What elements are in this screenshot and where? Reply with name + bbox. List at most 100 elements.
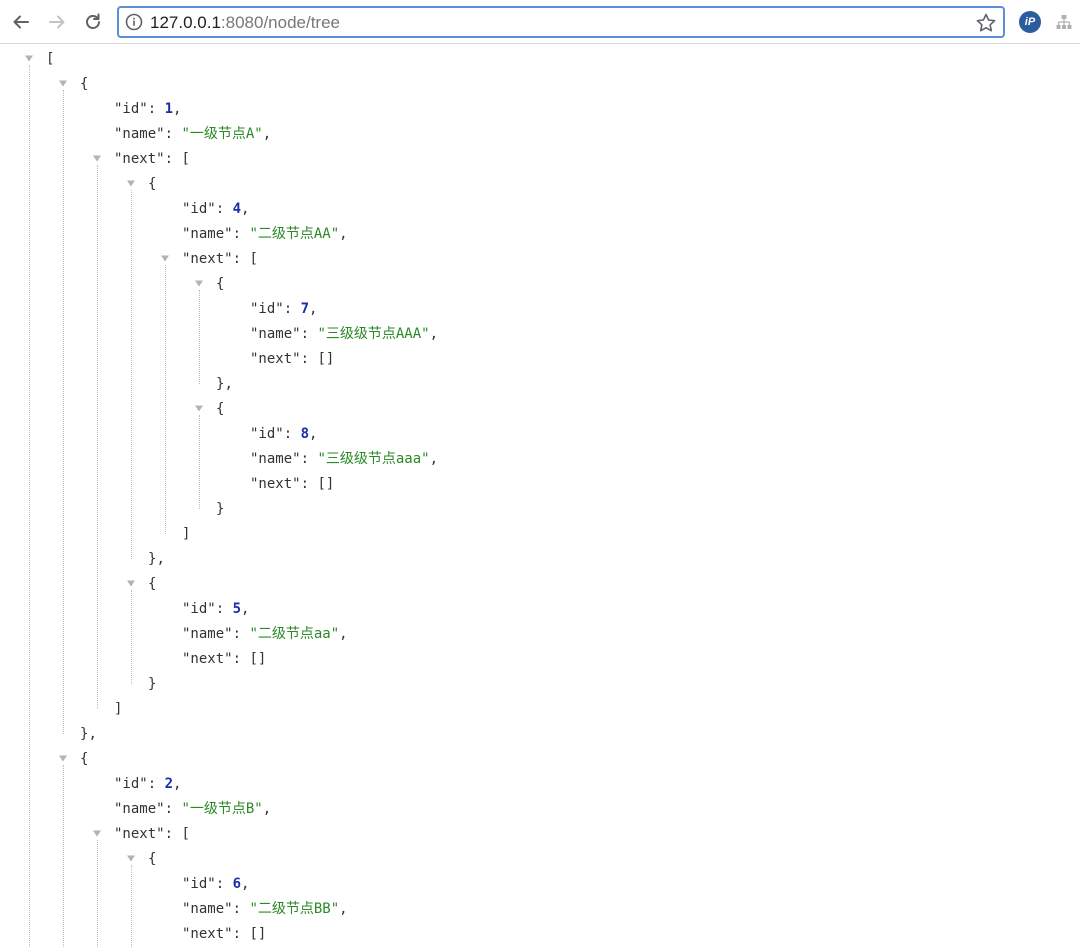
- json-colon: :: [164, 126, 182, 142]
- extension-ip-icon[interactable]: iP: [1019, 11, 1041, 33]
- json-line: }: [216, 497, 224, 522]
- json-line: "name": "三级级节点aaa",: [250, 447, 438, 472]
- url-path: :8080/node/tree: [220, 13, 341, 32]
- json-colon: :: [232, 926, 250, 942]
- json-key: "id": [114, 776, 148, 792]
- json-line: "id": 4,: [182, 197, 249, 222]
- triangle-down-icon[interactable]: [160, 253, 170, 263]
- json-comma: ,: [156, 551, 165, 567]
- json-colon: :: [300, 351, 318, 367]
- json-line: [: [46, 47, 54, 72]
- json-key: "id": [182, 601, 216, 617]
- reload-icon: [86, 13, 100, 29]
- json-line: {: [148, 847, 156, 872]
- json-colon: :: [300, 476, 318, 492]
- json-comma: ,: [429, 451, 439, 467]
- back-button[interactable]: [8, 9, 34, 35]
- json-string: "三级级节点AAA": [317, 326, 430, 342]
- json-brace-open: {: [216, 401, 225, 417]
- json-number: 6: [232, 876, 242, 892]
- json-colon: :: [232, 626, 250, 642]
- triangle-down-icon[interactable]: [194, 403, 204, 413]
- json-colon: :: [215, 601, 233, 617]
- triangle-down-icon[interactable]: [92, 828, 102, 838]
- json-string: "一级节点A": [181, 126, 263, 142]
- info-circle-icon[interactable]: [125, 13, 143, 31]
- triangle-down-icon[interactable]: [126, 578, 136, 588]
- json-bracket-open: [: [249, 251, 258, 267]
- json-number: 8: [300, 426, 310, 442]
- json-line: {: [80, 747, 88, 772]
- json-line: },: [216, 372, 233, 397]
- json-line: "id": 8,: [250, 422, 317, 447]
- json-string: "二级节点AA": [249, 226, 340, 242]
- json-comma: ,: [429, 326, 439, 342]
- json-string: "二级节点BB": [249, 901, 340, 917]
- triangle-down-icon[interactable]: [24, 53, 34, 63]
- indent-guide: [199, 290, 200, 384]
- json-colon: :: [164, 151, 182, 167]
- browser-toolbar: 127.0.0.1:8080/node/tree iP: [0, 0, 1080, 44]
- json-key: "next": [182, 651, 233, 667]
- triangle-down-icon[interactable]: [58, 753, 68, 763]
- json-empty-array: []: [249, 651, 267, 667]
- address-bar-url[interactable]: 127.0.0.1:8080/node/tree: [150, 12, 340, 34]
- json-number: 5: [232, 601, 242, 617]
- json-string: "二级节点aa": [249, 626, 340, 642]
- json-key: "name": [182, 626, 233, 642]
- json-comma: ,: [88, 726, 97, 742]
- indent-guide: [29, 65, 30, 947]
- json-colon: :: [147, 776, 165, 792]
- json-colon: :: [215, 876, 233, 892]
- json-line: "next": []: [182, 922, 266, 947]
- json-comma: ,: [339, 901, 348, 917]
- json-line: "name": "二级节点AA",: [182, 222, 348, 247]
- json-brace-close: }: [216, 376, 225, 392]
- json-key: "next": [250, 351, 301, 367]
- json-comma: ,: [309, 301, 318, 317]
- json-line: "id": 2,: [114, 772, 181, 797]
- json-key: "next": [182, 926, 233, 942]
- indent-guide: [131, 590, 132, 684]
- json-brace-open: {: [80, 76, 89, 92]
- reload-button[interactable]: [80, 9, 106, 35]
- indent-guide: [97, 165, 98, 709]
- json-key: "next": [114, 826, 165, 842]
- json-line: "name": "三级级节点AAA",: [250, 322, 438, 347]
- indent-guide: [63, 765, 64, 947]
- json-comma: ,: [173, 776, 182, 792]
- triangle-down-icon[interactable]: [58, 78, 68, 88]
- json-colon: :: [283, 301, 301, 317]
- json-line: "name": "一级节点A",: [114, 122, 271, 147]
- json-number: 1: [164, 101, 174, 117]
- triangle-down-icon[interactable]: [126, 853, 136, 863]
- json-number: 4: [232, 201, 242, 217]
- triangle-down-icon[interactable]: [126, 178, 136, 188]
- json-brace-open: {: [148, 851, 157, 867]
- json-line: ]: [182, 522, 190, 547]
- json-line: "name": "二级节点aa",: [182, 622, 348, 647]
- indent-guide: [97, 840, 98, 947]
- json-line: "id": 7,: [250, 297, 317, 322]
- json-brace-close: }: [216, 501, 225, 517]
- json-brace-close: }: [148, 676, 157, 692]
- json-line: {: [148, 572, 156, 597]
- triangle-down-icon[interactable]: [92, 153, 102, 163]
- forward-button[interactable]: [44, 9, 70, 35]
- triangle-down-icon[interactable]: [194, 278, 204, 288]
- address-bar[interactable]: 127.0.0.1:8080/node/tree: [117, 6, 1005, 38]
- indent-guide: [131, 190, 132, 559]
- json-colon: :: [300, 326, 318, 342]
- json-key: "name": [182, 901, 233, 917]
- json-colon: :: [232, 651, 250, 667]
- star-outline-icon[interactable]: [975, 12, 997, 34]
- indent-guide: [63, 90, 64, 734]
- sitemap-icon[interactable]: [1055, 13, 1073, 31]
- json-empty-array: []: [317, 351, 335, 367]
- json-key: "id": [182, 201, 216, 217]
- json-comma: ,: [339, 226, 348, 242]
- indent-guide: [165, 265, 166, 534]
- indent-guide: [199, 415, 200, 509]
- json-line: "next": [: [114, 147, 190, 172]
- json-colon: :: [147, 101, 165, 117]
